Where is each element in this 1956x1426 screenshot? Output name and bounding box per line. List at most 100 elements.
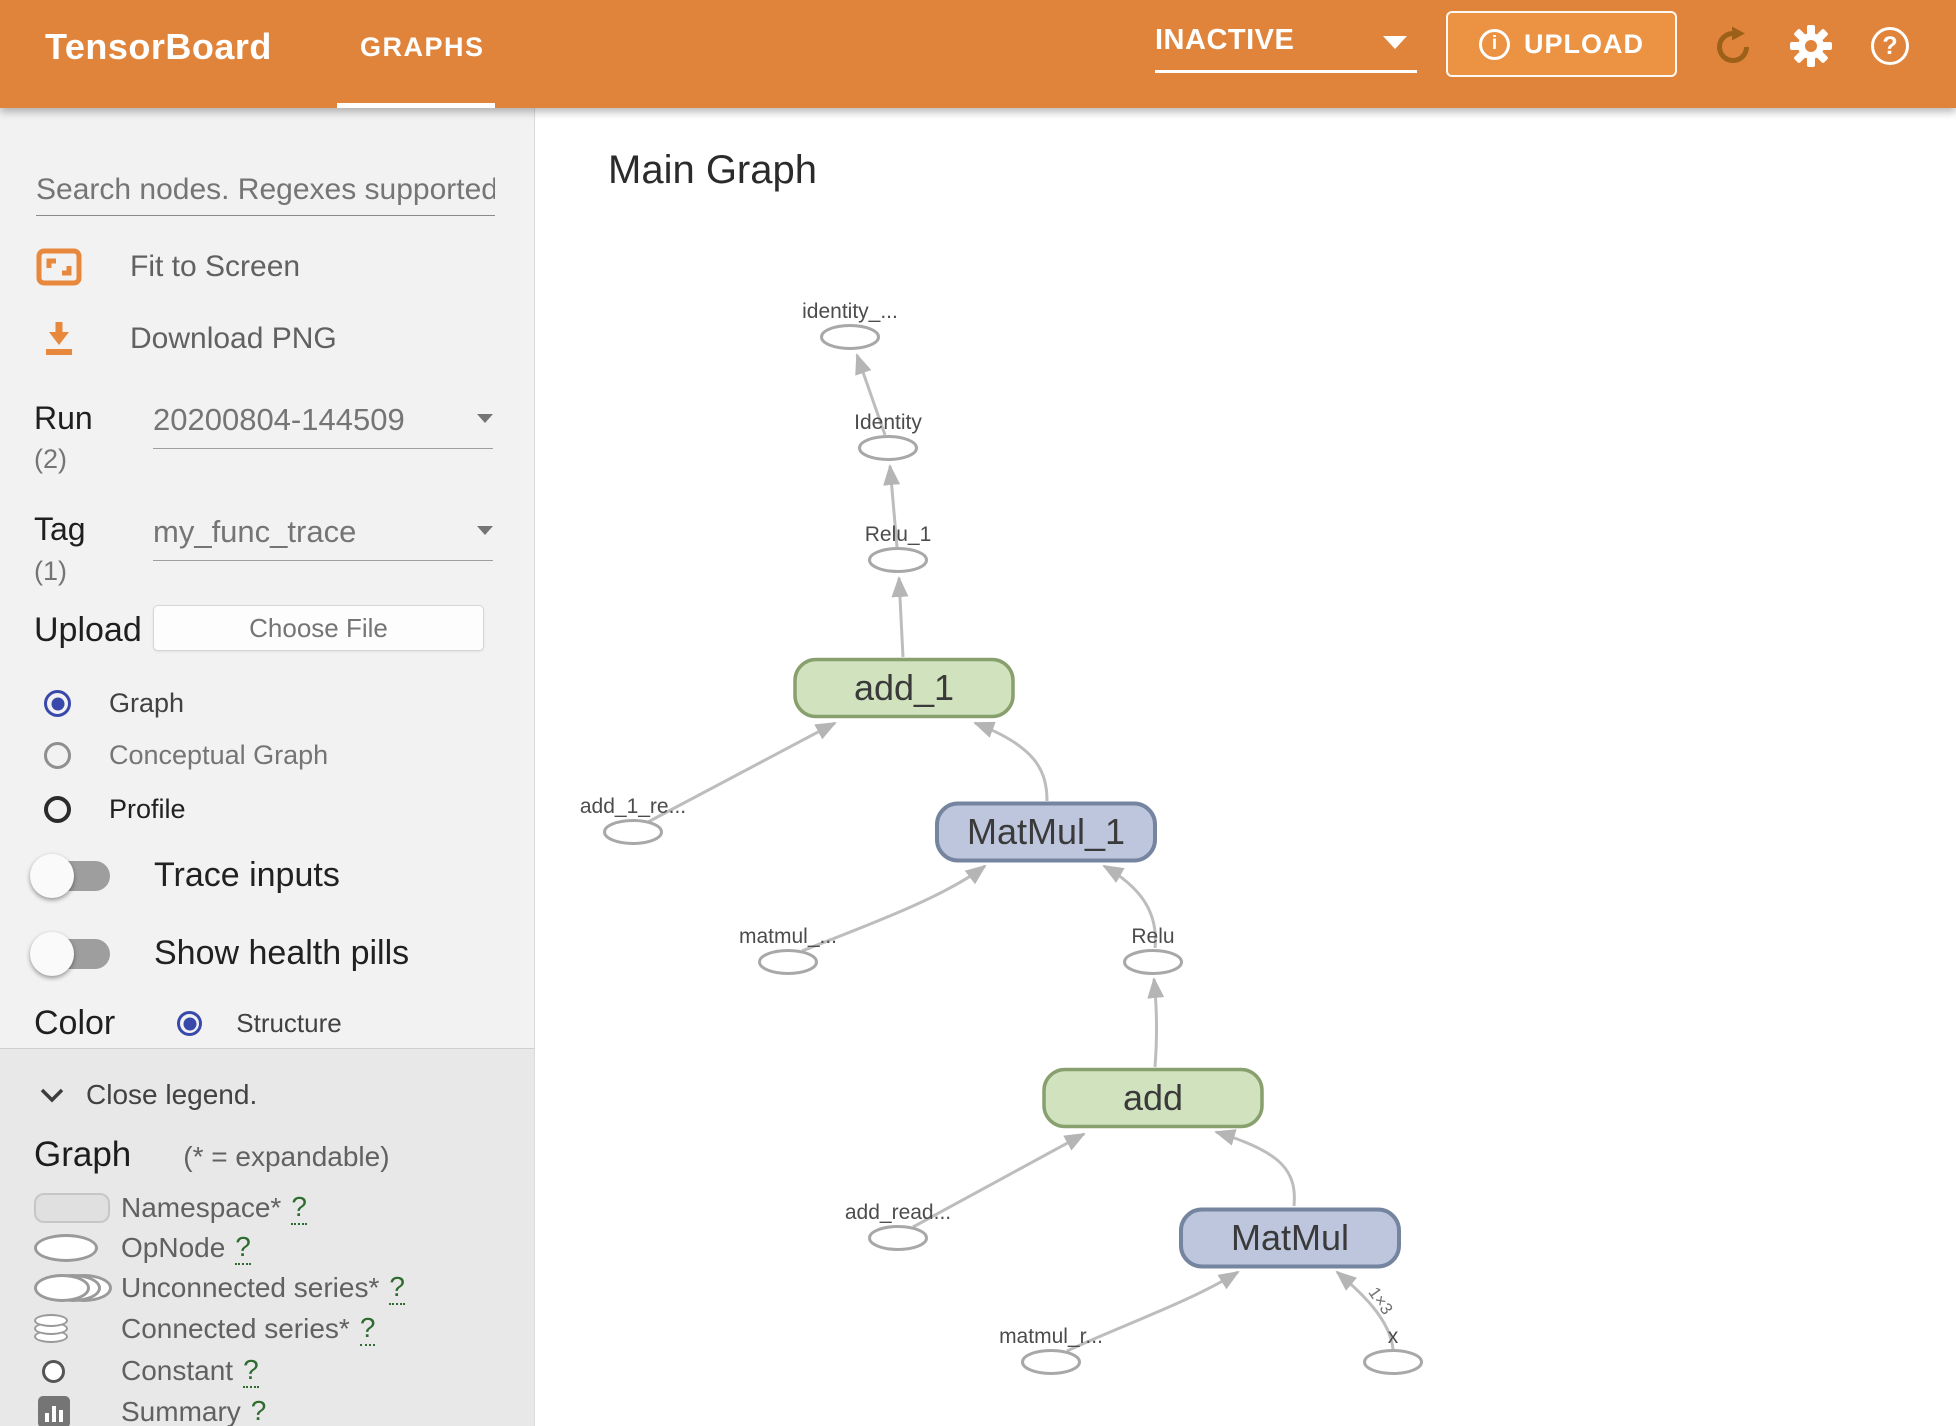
run-label: Run (34, 400, 93, 436)
graph-node-label: Identity (854, 411, 922, 434)
graph-node-label: add_read... (845, 1201, 951, 1224)
refresh-icon (1717, 26, 1749, 63)
upload-label: Upload (34, 611, 142, 649)
help-link[interactable]: ? (251, 1395, 267, 1426)
connected-series-icon (34, 1313, 70, 1345)
fit-to-screen-label: Fit to Screen (130, 250, 301, 283)
view-option-label: Profile (109, 794, 186, 824)
download-png-label: Download PNG (130, 322, 337, 355)
upload-button[interactable]: i UPLOAD (1446, 11, 1677, 77)
fit-to-screen-button[interactable]: Fit to Screen (36, 248, 300, 286)
namespace-icon (34, 1193, 110, 1223)
graph-node-MatMul[interactable] (1179, 1207, 1401, 1269)
toggle-off-icon (30, 931, 110, 976)
tag-dropdown[interactable]: my_func_trace (153, 514, 493, 561)
graph-edge-matmul_-to-MatMul_1 (801, 864, 987, 953)
view-option-label: Conceptual Graph (109, 740, 329, 770)
graph-node-Relu_1[interactable] (868, 547, 928, 573)
opnode-icon (34, 1234, 98, 1262)
info-icon: i (1479, 28, 1510, 60)
help-link[interactable]: ? (389, 1271, 405, 1305)
run-status-dropdown[interactable]: INACTIVE (1155, 24, 1417, 73)
close-legend-button[interactable]: Close legend. (40, 1079, 257, 1111)
tab-graphs[interactable]: GRAPHS (360, 32, 485, 62)
view-option-profile[interactable]: Profile (44, 794, 186, 825)
main-graph-title: Main Graph (608, 148, 817, 192)
chevron-down-icon (1383, 36, 1407, 49)
help-icon: ? (1871, 27, 1909, 65)
run-dropdown[interactable]: 20200804-144509 (153, 402, 493, 449)
legend-label: Connected series* (121, 1313, 350, 1344)
graph-node-x[interactable] (1363, 1349, 1423, 1375)
graph-edge-x-to-MatMul (1335, 1270, 1395, 1350)
graph-node-Identity[interactable] (858, 435, 918, 461)
radio-icon (44, 796, 71, 823)
legend-header: Graph (* = expandable) (34, 1135, 390, 1175)
graph-node-matmul_[interactable] (758, 949, 818, 975)
run-count: (2) (34, 444, 67, 474)
toggle-off-icon (30, 853, 110, 898)
color-structure-radio[interactable] (177, 1011, 203, 1036)
choose-file-button[interactable]: Choose File (153, 605, 484, 651)
graph-edge-add_read-to-add (912, 1132, 1086, 1229)
upload-button-label: UPLOAD (1524, 28, 1644, 59)
download-png-button[interactable]: Download PNG (36, 320, 337, 358)
help-link[interactable]: ? (291, 1191, 307, 1225)
graph-node-label: matmul_r... (999, 1325, 1103, 1348)
graph-node-MatMul_1[interactable] (935, 801, 1157, 863)
settings-button[interactable] (1789, 24, 1833, 68)
legend-row-unconnected-series: Unconnected series* ? (0, 1267, 534, 1309)
dropdown-underline (1155, 70, 1417, 73)
legend-label: Summary (121, 1396, 241, 1426)
legend-label: Unconnected series* (121, 1272, 380, 1303)
view-option-graph[interactable]: Graph (44, 688, 184, 719)
graph-node-add[interactable] (1042, 1067, 1264, 1129)
graph-node-label: MatMul (1231, 1217, 1349, 1258)
legend-row-connected-series: Connected series* ? (0, 1308, 534, 1350)
legend-row-namespace: Namespace* ? (0, 1187, 534, 1229)
search-input[interactable] (36, 164, 495, 216)
graph-node-label: MatMul_1 (967, 811, 1125, 852)
run-status-value: INACTIVE (1155, 24, 1295, 56)
help-link[interactable]: ? (235, 1231, 251, 1265)
refresh-button[interactable] (1711, 24, 1755, 68)
graph-node-label: identity_... (802, 300, 898, 323)
graph-node-identity_out[interactable] (820, 324, 880, 350)
color-structure-label: Structure (236, 1008, 342, 1038)
legend-row-constant: Constant ? (0, 1350, 534, 1392)
trace-inputs-toggle[interactable]: Trace inputs (30, 853, 340, 898)
trace-inputs-label: Trace inputs (154, 856, 340, 894)
graph-edge-Relu_1-to-Identity (883, 464, 901, 548)
color-label: Color (34, 1004, 116, 1042)
show-health-pills-toggle[interactable]: Show health pills (30, 931, 409, 976)
legend-panel: Close legend. Graph (* = expandable) Nam… (0, 1048, 534, 1426)
active-tab-underline (337, 103, 495, 108)
graph-edge-MatMul-to-add (1214, 1129, 1296, 1207)
edge-shape-label: 1×3 (1364, 1284, 1396, 1319)
radio-icon (44, 742, 71, 769)
tag-label: Tag (34, 511, 86, 547)
legend-row-opnode: OpNode ? (0, 1227, 534, 1269)
graph-node-label: Relu_1 (865, 523, 932, 546)
view-option-conceptual-graph[interactable]: Conceptual Graph (44, 740, 328, 771)
graph-node-add_1[interactable] (793, 657, 1015, 719)
dropdown-underline (153, 448, 493, 449)
chevron-down-icon (477, 414, 493, 423)
graph-node-label: matmul_... (739, 925, 837, 948)
graph-node-matmul_r[interactable] (1021, 1349, 1081, 1375)
graph-edge-MatMul_1-to-add_1 (973, 721, 1049, 802)
gear-icon (1790, 25, 1832, 67)
legend-label: OpNode (121, 1232, 226, 1263)
legend-expandable-note: (* = expandable) (183, 1141, 390, 1172)
graph-node-Relu[interactable] (1123, 949, 1183, 975)
graph-node-add_1_re[interactable] (603, 819, 663, 845)
graph-node-label: add_1_re... (580, 795, 686, 818)
summary-icon (38, 1396, 70, 1426)
graph-node-add_read[interactable] (868, 1225, 928, 1251)
help-link[interactable]: ? (243, 1354, 259, 1388)
help-link[interactable]: ? (359, 1312, 376, 1346)
graph-svg: 1×3 identity_...IdentityRelu_1add_1add_1… (580, 300, 1423, 1375)
help-button[interactable]: ? (1868, 24, 1912, 68)
